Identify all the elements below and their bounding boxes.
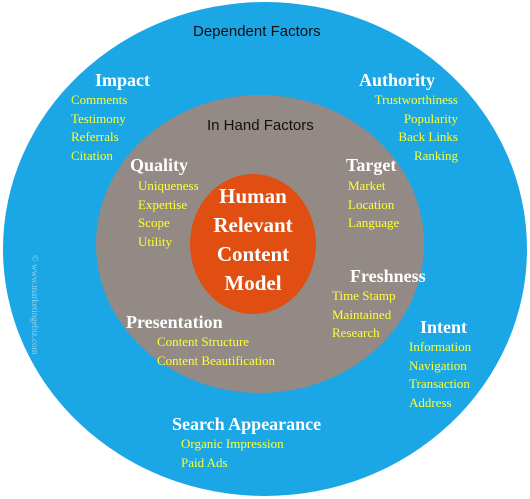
watermark: © www.marketingebiz.com (30, 255, 40, 355)
list-item: Utility (138, 233, 172, 249)
list-item: Research (332, 325, 380, 340)
impact-list: Comments Testimony Referrals Citation (71, 91, 127, 165)
freshness-heading: Freshness (350, 266, 426, 286)
core-line: Content (216, 242, 290, 266)
list-item: Information (409, 339, 472, 354)
list-item: Navigation (409, 357, 467, 373)
inner-ring-title: In Hand Factors (207, 117, 314, 134)
presentation-list: Content Structure Content Beautification (157, 333, 275, 370)
quality-heading: Quality (130, 155, 189, 175)
core-line: Relevant (213, 213, 293, 237)
intent-list: Information Navigation Transaction Addre… (409, 338, 471, 412)
list-item: Ranking (413, 147, 458, 163)
list-item: Location (348, 196, 395, 212)
list-item: Paid Ads (181, 454, 228, 470)
authority-list: Trustworthiness Popularity Back Links Ra… (375, 91, 458, 165)
target-heading: Target (346, 155, 397, 175)
outer-ring-title: Dependent Factors (193, 23, 321, 40)
list-item: Language (348, 215, 400, 230)
quality-list: Uniqueness Expertise Scope Utility (138, 177, 199, 251)
search-appearance-heading: Search Appearance (172, 414, 322, 434)
search-appearance-list: Organic Impression Paid Ads (181, 435, 284, 472)
list-item: Uniqueness (138, 178, 199, 193)
core-circle (190, 174, 316, 314)
core-label: Human Relevant Content Model (193, 182, 313, 298)
list-item: Scope (138, 215, 170, 230)
list-item: Expertise (138, 196, 188, 212)
list-item: Referrals (71, 129, 119, 144)
impact-heading: Impact (95, 70, 150, 90)
freshness-list: Time Stamp Maintained Research (332, 287, 395, 343)
list-item: Content Structure (157, 334, 250, 349)
core-line: Human (219, 184, 287, 208)
list-item: Organic Impression (181, 436, 284, 451)
presentation-heading: Presentation (126, 312, 223, 332)
list-item: Testimony (71, 110, 126, 126)
intent-heading: Intent (420, 317, 468, 337)
list-item: Popularity (403, 110, 458, 126)
list-item: Trustworthiness (374, 92, 458, 107)
list-item: Citation (71, 147, 113, 163)
target-list: Market Location Language (348, 177, 399, 233)
list-item: Maintained (332, 306, 392, 322)
list-item: Transaction (409, 376, 470, 391)
authority-heading: Authority (359, 70, 435, 90)
list-item: Market (348, 178, 386, 193)
list-item: Back Links (398, 129, 458, 144)
list-item: Comments (71, 92, 128, 107)
list-item: Address (409, 394, 452, 410)
list-item: Content Beautification (157, 352, 276, 368)
list-item: Time Stamp (332, 288, 396, 303)
core-line: Model (224, 271, 282, 295)
